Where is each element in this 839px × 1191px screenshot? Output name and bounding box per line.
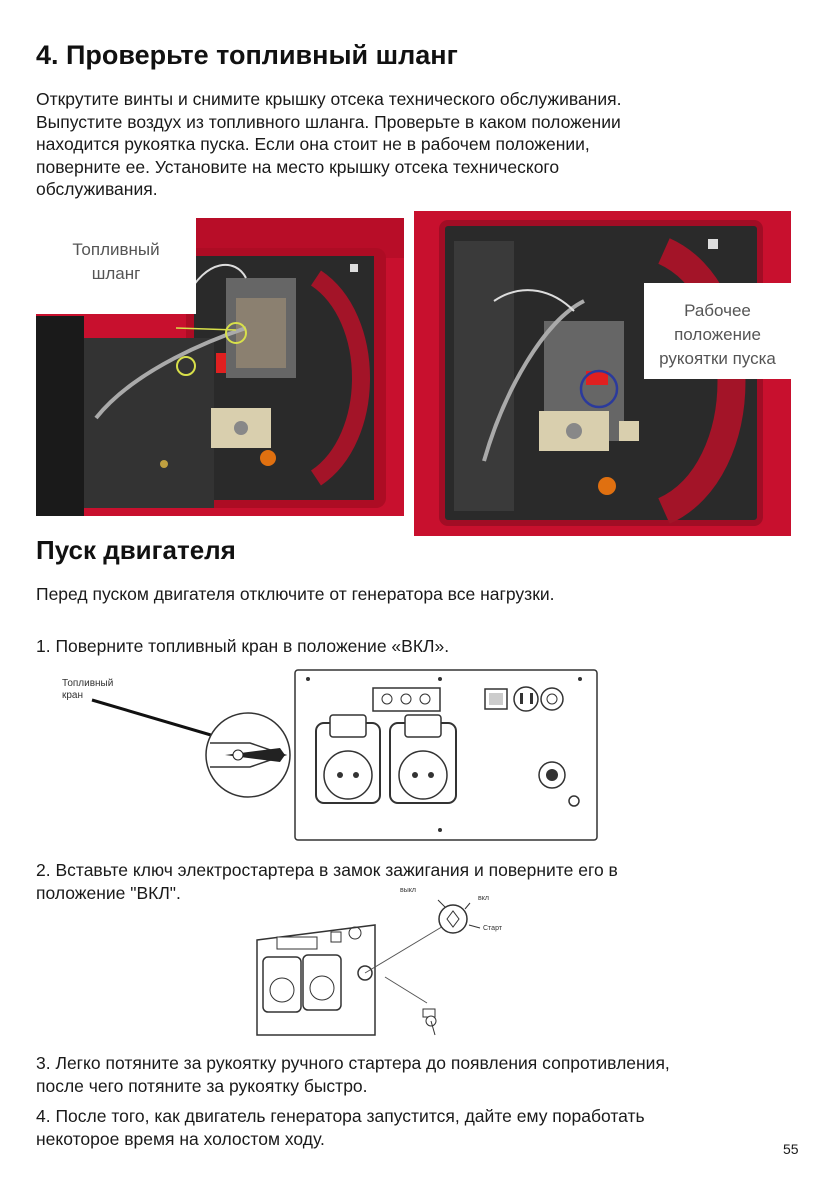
- section-title-fuel-hose: 4. Проверьте топливный шланг: [36, 40, 458, 70]
- step-3: 3. Легко потяните за рукоятку ручного ст…: [36, 1053, 670, 1096]
- photo-fuel-hose: Топливный шланг: [36, 218, 404, 516]
- fuel-valve-label-text: Топливный кран: [62, 678, 114, 701]
- control-panel-diagram: [91, 669, 598, 841]
- page-number: 55: [783, 1141, 799, 1157]
- fuel-hose-instructions: Открутите винты и снимите крышку отсека …: [36, 89, 622, 199]
- ignition-on-label: вкл: [478, 895, 489, 902]
- step-4: 4. После того, как двигатель генератора …: [36, 1106, 645, 1149]
- disconnect-loads-note: Перед пуском двигателя отключите от гене…: [36, 584, 555, 604]
- callout-fuel-hose: Топливный шланг: [36, 218, 196, 314]
- fuel-valve-label: Топливный кран: [62, 678, 212, 702]
- ignition-diagram: [256, 899, 481, 1036]
- step-1: 1. Поверните топливный кран в положение …: [36, 636, 450, 656]
- photo-start-lever: Рабочее положение рукоятки пуска: [414, 211, 791, 536]
- callout-working-position: Рабочее положение рукоятки пуска: [644, 283, 791, 379]
- step-2: 2. Вставьте ключ электростартера в замок…: [36, 860, 618, 903]
- socket-left: [315, 714, 381, 804]
- ignition-off-label: выкл: [400, 887, 416, 894]
- ignition-start-label: Старт: [483, 925, 503, 932]
- section-title-engine-start: Пуск двигателя: [36, 535, 236, 565]
- ignition-key-zoom: [438, 904, 468, 934]
- socket-right: [389, 714, 457, 804]
